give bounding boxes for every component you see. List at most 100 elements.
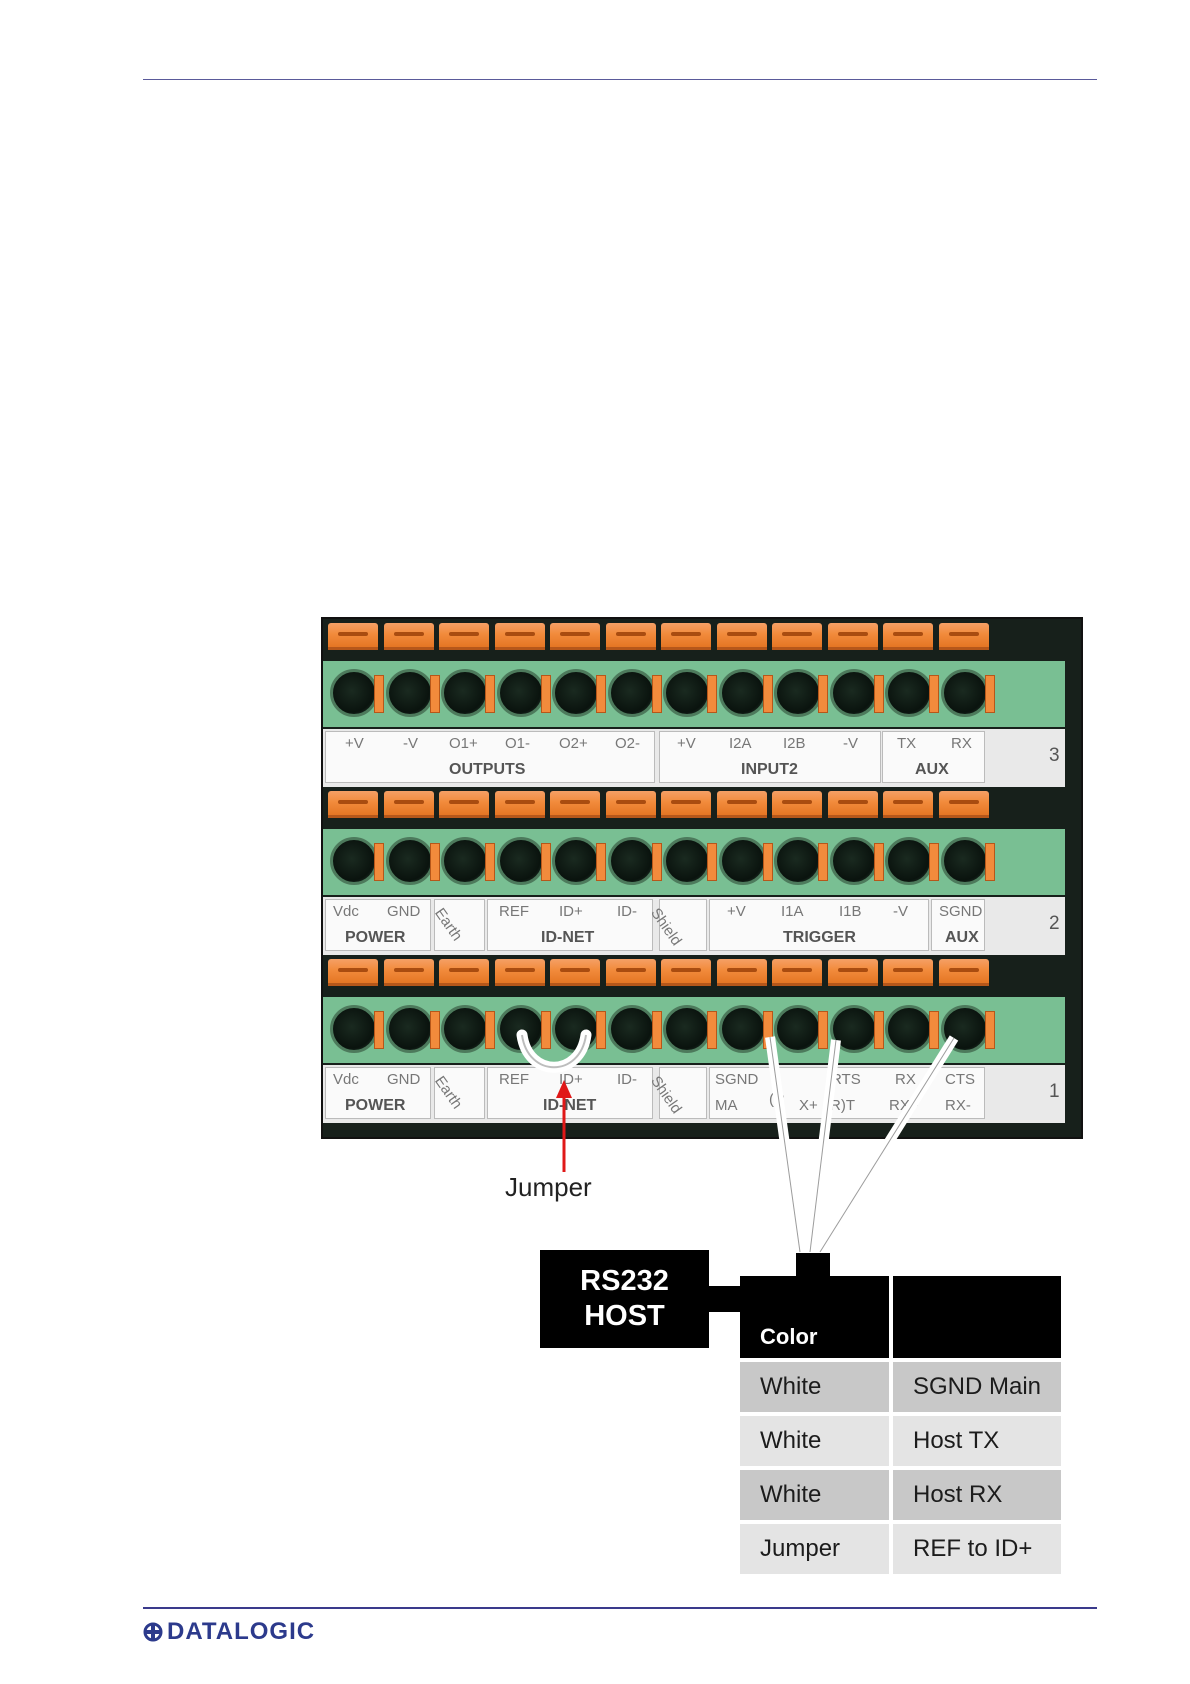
pin-label: I2A xyxy=(729,735,752,752)
pin-label: ID- xyxy=(617,1071,637,1088)
terminal-release-tab xyxy=(716,959,767,986)
terminal-lever xyxy=(873,1011,884,1049)
pin-label: +V xyxy=(677,735,696,752)
terminal-wire-hole xyxy=(829,837,878,885)
pin-label: I1B xyxy=(839,903,862,920)
terminal-label-box xyxy=(325,899,431,951)
terminal-lever xyxy=(818,1011,828,1049)
terminal-wire-hole xyxy=(718,837,767,885)
terminal-release-tab xyxy=(605,623,656,650)
host-line-1: RS232 xyxy=(580,1265,669,1297)
terminal-release-tab xyxy=(439,791,489,818)
terminal-label-box xyxy=(487,899,653,951)
terminal-wire-hole xyxy=(885,837,933,885)
pin-label: +V xyxy=(345,735,364,752)
terminal-wire-hole xyxy=(663,837,711,885)
terminal-wire-hole xyxy=(940,837,989,885)
table-row: White Host RX xyxy=(740,1470,1061,1520)
terminal-lever xyxy=(762,1011,773,1049)
terminal-lever xyxy=(485,675,495,713)
terminal-release-tab xyxy=(550,959,600,986)
terminal-wire-hole xyxy=(774,837,822,885)
terminal-lever xyxy=(818,843,828,881)
terminal-lever xyxy=(596,675,606,713)
terminal-wire-hole xyxy=(607,669,656,717)
terminal-release-tab xyxy=(661,791,711,818)
pin-label: O2- xyxy=(615,735,641,752)
terminal-wire-hole xyxy=(774,669,822,717)
terminal-lever xyxy=(929,843,939,881)
terminal-wire-hole xyxy=(552,837,600,885)
pin-label: O2+ xyxy=(559,735,588,752)
pin-label: I2B xyxy=(783,735,806,752)
terminal-release-tab xyxy=(494,959,545,986)
terminal-lever xyxy=(707,1011,717,1049)
terminal-lever xyxy=(707,675,717,713)
terminal-wire-hole xyxy=(441,837,489,885)
terminal-label-box xyxy=(659,899,707,951)
terminal-release-tab xyxy=(661,623,711,650)
table-row: White SGND Main xyxy=(740,1362,1061,1412)
pin-label: -V xyxy=(843,735,858,752)
terminal-lever xyxy=(485,1011,495,1049)
terminal-wire-hole xyxy=(829,1005,878,1053)
pin-sublabel: RX+ xyxy=(889,1097,919,1114)
terminal-release-tab xyxy=(439,623,489,650)
pin-label: ID+ xyxy=(559,903,583,920)
terminal-wire-hole xyxy=(774,1005,822,1053)
terminal-label-box xyxy=(882,731,985,783)
terminal-lever xyxy=(596,1011,606,1049)
terminal-lever xyxy=(984,1011,995,1049)
terminal-release-tab xyxy=(883,623,933,650)
terminal-release-tab xyxy=(605,791,656,818)
group-label: ID-NET xyxy=(541,929,595,946)
terminal-release-tab xyxy=(494,623,545,650)
terminal-wire-hole xyxy=(552,669,600,717)
pin-label: O1- xyxy=(505,735,531,752)
terminal-lever xyxy=(429,675,440,713)
terminal-lever xyxy=(984,675,995,713)
terminal-lever xyxy=(485,843,495,881)
pin-label: TX xyxy=(897,735,917,752)
group-label: OUTPUTS xyxy=(449,761,526,778)
pin-label: RTS xyxy=(831,1071,861,1088)
terminal-lever xyxy=(984,843,995,881)
terminal-wire-hole xyxy=(496,837,545,885)
terminal-lever xyxy=(429,1011,440,1049)
terminal-lever xyxy=(429,843,440,881)
logo-text: DATALOGIC xyxy=(167,1618,316,1645)
terminal-lever xyxy=(374,843,384,881)
terminal-wire-hole xyxy=(552,1005,600,1053)
terminal-release-tab xyxy=(716,791,767,818)
pin-label: SGND xyxy=(939,903,983,920)
host-cable-connector xyxy=(709,1286,744,1312)
pin-sublabel: RX- xyxy=(945,1097,971,1114)
table-cell-signal: Host TX xyxy=(893,1416,1061,1466)
pin-label: GND xyxy=(387,1071,421,1088)
table-header-row: Color xyxy=(740,1276,1061,1358)
pin-label: +V xyxy=(727,903,746,920)
terminal-release-tab xyxy=(772,791,822,818)
table-cell-color: White xyxy=(740,1470,889,1520)
terminal-release-tab xyxy=(772,623,822,650)
terminal-label-box xyxy=(659,1067,707,1119)
terminal-wire-hole xyxy=(718,669,767,717)
terminal-wire-hole xyxy=(663,1005,711,1053)
pin-label: Vdc xyxy=(333,1071,359,1088)
table-row: Jumper REF to ID+ xyxy=(740,1524,1061,1574)
terminal-label-box xyxy=(325,1067,431,1119)
terminal-lever xyxy=(762,843,773,881)
terminal-wire-hole xyxy=(829,669,878,717)
terminal-release-tab xyxy=(938,623,989,650)
terminal-release-tab xyxy=(383,791,434,818)
terminal-release-tab xyxy=(883,959,933,986)
terminal-lever xyxy=(651,1011,662,1049)
terminal-wire-hole xyxy=(718,1005,767,1053)
jumper-label: Jumper xyxy=(505,1172,592,1202)
pin-label: SGND xyxy=(715,1071,759,1088)
group-label: TRIGGER xyxy=(783,929,856,946)
terminal-lever xyxy=(873,843,884,881)
